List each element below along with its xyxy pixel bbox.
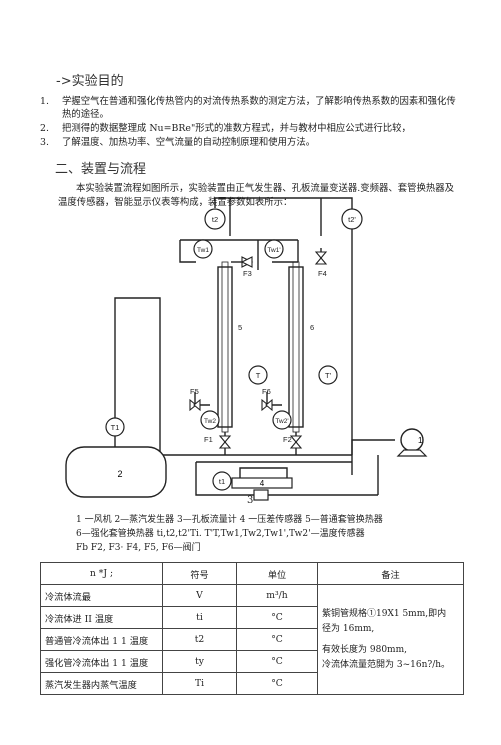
sensor-tw1-icon: [193, 239, 213, 259]
label-f5: F5: [190, 387, 199, 396]
diagram-legend: 1 一风机 2—蒸汽发生器 3—孔板流量计 4 一压差传感器 5—普通套管换热器…: [76, 513, 476, 555]
list-item-text: 把测得的数据整理成 Nu=BRe"形式的准数方程式，并与教材中相应公式进行比较，: [62, 123, 411, 134]
label-Tp: T': [325, 371, 332, 380]
parameters-table: n *J ; 符号 单位 备注 冷流体流最 V m³/h 紫铜管规格①19X1 …: [40, 562, 464, 695]
list-item-number: 3.: [40, 137, 49, 148]
table-cell: 普通管冷流体出 1 1 温度: [40, 628, 163, 651]
pressure-transmitter: [231, 477, 293, 489]
objectives-list: 1. 学握空气在普通和强化传热管内的对流传热系数的测定方法，了解影响传热系数的因…: [40, 95, 460, 150]
legend-line: Fb F2, F3· F4, F5, F6—阀门: [76, 543, 201, 553]
label-tw1p: Tw1': [267, 247, 280, 254]
list-item: 3. 了解温度、加热功率、空气流量的自动控制原理和使用方法。: [40, 136, 460, 149]
list-item-number: 1.: [40, 96, 49, 107]
table-cell: °C: [236, 650, 318, 673]
column-header: 备注: [317, 562, 464, 585]
legend-line: 6—强化套管换热器 ti,t2,t2'Ti. T'T,Tw1,Tw2,Tw1',…: [76, 529, 365, 539]
section-title-objectives: ->实验目的: [56, 74, 124, 89]
sensor-t2p-icon: [341, 208, 363, 230]
label-T: T: [256, 371, 261, 380]
figure-number-3: 3: [247, 495, 254, 506]
column-header: 符号: [162, 562, 237, 585]
valve-f6-icon: [261, 398, 269, 412]
label-exchanger-5: 5: [238, 323, 242, 332]
note-line: 径为 16mm,: [322, 623, 375, 634]
label-exchanger-6: 6: [310, 323, 314, 332]
column-header: n *J ;: [40, 562, 163, 585]
table-row: 强化管冷流体出 1 1 温度 ty °C: [40, 650, 464, 673]
sensor-t2-icon: [204, 208, 226, 230]
table-cell: V: [162, 584, 237, 607]
valve-f2-icon: [289, 435, 303, 443]
apparatus-intro-paragraph: 本实验装置流程如图所示，实验装置由正气发生器、孔板流量变送器.变频器、套管换热器…: [58, 183, 454, 208]
steam-generator-label: 2: [117, 469, 122, 479]
table-cell: ty: [162, 650, 237, 673]
list-item-text: 了解温度、加热功率、空气流量的自动控制原理和使用方法。: [62, 137, 316, 148]
steam-generator: [65, 446, 167, 498]
label-T1: T1: [111, 423, 120, 432]
column-header: 单位: [236, 562, 318, 585]
table-note-cell: 紫铜管规格①19X1 5mm,即内 径为 16mm, 有效长度为 980mm, …: [317, 584, 464, 695]
table-cell: °C: [236, 672, 318, 695]
valve-f1-icon: [218, 435, 232, 443]
sensor-T1-icon: [105, 417, 125, 437]
sensor-Tp-icon: [318, 365, 338, 385]
valve-f4-icon: [314, 251, 328, 259]
table-cell: 冷流体进 II 温度: [40, 606, 163, 629]
label-tw1: Tw1: [197, 247, 209, 254]
list-item: 1. 学握空气在普通和强化传热管内的对流传热系数的测定方法，了解影响传热系数的因…: [40, 95, 460, 121]
sensor-T-icon: [248, 365, 268, 385]
valve-f5-icon: [189, 398, 197, 412]
table-cell: ti: [162, 606, 237, 629]
note-line: 冷流体流量范開为 3~16n?/h。: [322, 659, 451, 670]
table-cell: °C: [236, 628, 318, 651]
label-tw2: Tw2: [204, 418, 216, 425]
section-title-apparatus: 二、装置与流程: [55, 162, 147, 177]
pressure-transmitter-label: 4: [260, 479, 265, 488]
table-cell: m³/h: [236, 584, 318, 607]
label-f6: F6: [262, 387, 271, 396]
sensor-t1-icon: [212, 471, 232, 491]
legend-line: 1 一风机 2—蒸汽发生器 3—孔板流量计 4 一压差传感器 5—普通套管换热器: [76, 515, 383, 525]
table-cell: Ti: [162, 672, 237, 695]
label-tw2p: Tw2': [275, 418, 288, 425]
sensor-tw2-icon: [200, 410, 220, 430]
orifice-flowmeter-icon: [253, 489, 269, 501]
table-cell: t2: [162, 628, 237, 651]
list-item-number: 2.: [40, 123, 49, 134]
sensor-tw2p-icon: [272, 410, 292, 430]
note-line: 紫铜管规格①19X1 5mm,即内: [322, 608, 447, 619]
table-cell: 强化管冷流体出 1 1 温度: [40, 650, 163, 673]
table-row: 冷流体流最 V m³/h 紫铜管规格①19X1 5mm,即内 径为 16mm, …: [40, 584, 464, 695]
table-cell: 蒸汽发生器内蒸气温度: [40, 672, 163, 695]
label-f2: F2: [283, 435, 292, 444]
label-t1: t1: [219, 477, 225, 486]
label-f1: F1: [204, 435, 213, 444]
label-t2p: t2': [348, 215, 356, 224]
fan-label: 1: [418, 436, 423, 445]
table-row: 蒸汽发生器内蒸气温度 Ti °C: [40, 672, 464, 695]
table-cell: °C: [236, 606, 318, 629]
table-row: 冷流体进 II 温度 ti °C: [40, 606, 464, 629]
list-item: 2. 把测得的数据整理成 Nu=BRe"形式的准数方程式，并与教材中相应公式进行…: [40, 122, 460, 135]
list-item-text: 学握空气在普通和强化传热管内的对流传热系数的测定方法，了解影响传热系数的因素和强…: [62, 96, 456, 120]
note-line: 有效长度为 980mm,: [322, 644, 407, 655]
table-cell: 冷流体流最: [40, 584, 163, 607]
label-f3: F3: [243, 269, 252, 278]
sensor-tw1p-icon: [264, 239, 284, 259]
table-header-row: n *J ; 符号 单位 备注: [40, 562, 464, 585]
label-t2: t2: [212, 215, 218, 224]
label-f4: F4: [318, 269, 327, 278]
